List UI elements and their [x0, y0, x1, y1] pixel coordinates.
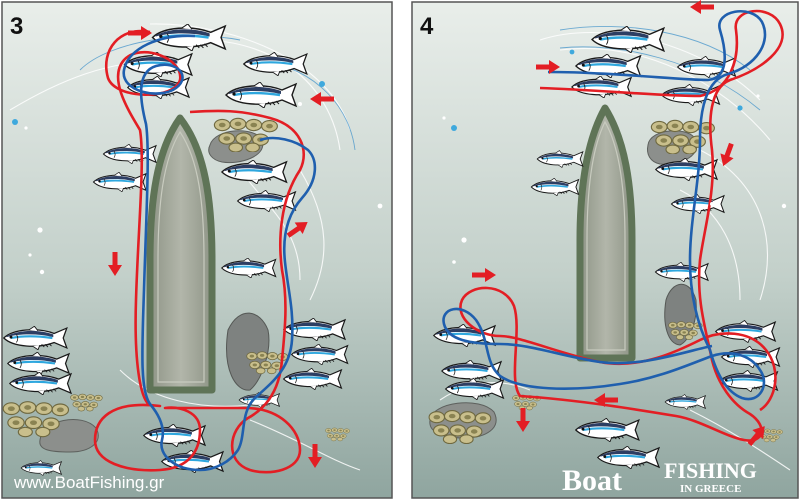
air-bubble-icon — [298, 102, 302, 106]
air-bubble-icon — [37, 227, 43, 233]
air-bubble-icon — [442, 116, 446, 120]
logo-word-in-greece: IN GREECE — [680, 483, 741, 495]
air-bubble-icon — [781, 203, 787, 209]
blue-trolling-route — [442, 10, 767, 401]
boat-hull — [576, 104, 636, 362]
website-url: www.BoatFishing.gr — [13, 473, 165, 492]
air-bubble-icon — [569, 49, 575, 55]
air-bubble-icon — [452, 260, 456, 264]
air-bubble-icon — [24, 126, 28, 130]
blue-trolling-route — [122, 34, 317, 472]
air-bubble-icon — [756, 94, 760, 98]
air-bubble-icon — [461, 237, 467, 243]
air-bubble-icon — [710, 202, 714, 206]
panel-number-3: 3 — [10, 13, 23, 40]
air-bubble-icon — [737, 105, 743, 111]
air-bubble-icon — [12, 119, 18, 125]
air-bubble-icon — [39, 269, 45, 275]
red-trolling-route — [93, 29, 306, 474]
logo-word-fishing: FISHING — [664, 458, 757, 483]
air-bubble-icon — [28, 253, 32, 257]
air-bubble-icon — [256, 203, 260, 207]
air-bubble-icon — [319, 81, 325, 87]
panel-3-bubbles — [12, 81, 383, 275]
panel-number-4: 4 — [420, 13, 434, 40]
logo-word-boat: Boat — [562, 464, 622, 497]
panel-4-bubbles — [442, 49, 787, 264]
air-bubble-icon — [451, 125, 457, 131]
boat-hull — [146, 114, 216, 394]
boatfishing-logo: Boat FISHING IN GREECE — [562, 458, 757, 497]
panel-4: 4 Boat FISHING IN GREECE — [411, 0, 799, 499]
air-bubble-icon — [377, 203, 383, 209]
panel-3: 3 www.BoatFishing.gr — [1, 1, 393, 499]
